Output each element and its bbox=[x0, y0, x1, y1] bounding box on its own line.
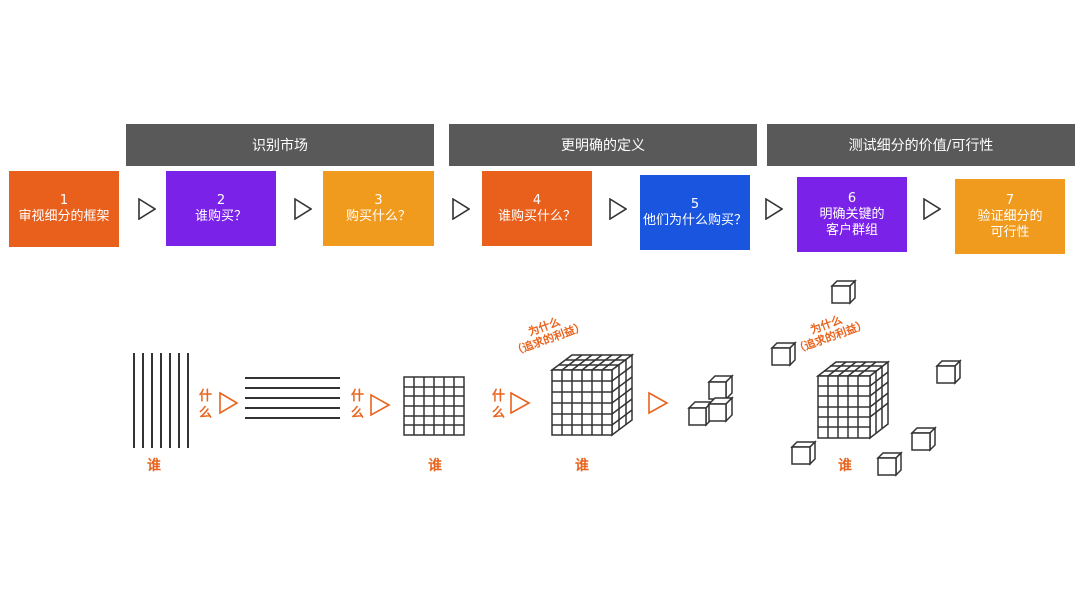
step-3: 3 购买什么？ bbox=[323, 171, 434, 246]
step-text: 谁购买？ bbox=[194, 208, 247, 224]
step-text: 谁购买什么？ bbox=[497, 208, 576, 224]
what-label-top: 什 bbox=[492, 389, 506, 404]
cube-grid-icon bbox=[549, 353, 635, 437]
orange-arrow-icon bbox=[648, 391, 669, 415]
arrow-icon bbox=[452, 198, 470, 220]
step-6: 6 明确关键的 客户群组 bbox=[797, 177, 907, 252]
step-number: 4 bbox=[532, 192, 542, 208]
step-text-2: 可行性 bbox=[990, 224, 1030, 240]
orange-arrow-icon bbox=[370, 393, 391, 417]
small-cubes-icon bbox=[687, 374, 734, 427]
band-label: 更明确的定义 bbox=[561, 138, 645, 154]
who-label: 谁 bbox=[147, 458, 161, 474]
arrow-icon bbox=[138, 198, 156, 220]
orange-arrow-icon bbox=[219, 391, 239, 415]
step-text: 明确关键的 bbox=[819, 206, 885, 222]
step-number: 3 bbox=[374, 192, 383, 208]
step-4: 4 谁购买什么？ bbox=[482, 171, 592, 246]
vertical-lines-icon bbox=[133, 353, 189, 448]
step-2: 2 谁购买？ bbox=[166, 171, 276, 246]
band-test-value: 测试细分的价值/可行性 bbox=[767, 124, 1075, 166]
who-label: 谁 bbox=[838, 458, 852, 474]
arrow-icon bbox=[923, 198, 941, 220]
arrow-icon bbox=[294, 198, 312, 220]
step-number: 7 bbox=[1005, 192, 1015, 208]
step-text: 验证细分的 bbox=[977, 208, 1043, 224]
step-number: 2 bbox=[216, 192, 226, 208]
what-label-top: 什 bbox=[199, 389, 213, 404]
band-clearer-definition: 更明确的定义 bbox=[449, 124, 757, 166]
step-1: 1 审视细分的框架 bbox=[9, 171, 119, 247]
step-text: 审视细分的框架 bbox=[18, 209, 110, 224]
what-label-bottom: 么 bbox=[351, 406, 365, 421]
step-text-2: 客户群组 bbox=[825, 222, 878, 238]
band-label: 识别市场 bbox=[252, 138, 308, 154]
step-number: 1 bbox=[59, 193, 69, 208]
step-5: 5 他们为什么购买？ bbox=[640, 175, 750, 250]
horizontal-lines-icon bbox=[245, 377, 340, 419]
step-number: 5 bbox=[690, 196, 700, 212]
band-label: 测试细分的价值/可行性 bbox=[848, 138, 994, 154]
orange-arrow-icon bbox=[510, 391, 531, 415]
band-identify-market: 识别市场 bbox=[126, 124, 434, 166]
step-text: 他们为什么购买？ bbox=[642, 212, 747, 228]
grid-icon bbox=[403, 376, 465, 436]
what-label-bottom: 么 bbox=[199, 406, 213, 421]
step-number: 6 bbox=[847, 190, 857, 206]
step-7: 7 验证细分的 可行性 bbox=[955, 179, 1065, 254]
exploded-cube-icon bbox=[770, 279, 962, 477]
what-label-top: 什 bbox=[351, 389, 365, 404]
what-label-bottom: 么 bbox=[492, 406, 506, 421]
who-label: 谁 bbox=[428, 458, 442, 474]
arrow-icon bbox=[609, 198, 627, 220]
step-text: 购买什么？ bbox=[345, 208, 411, 224]
who-label: 谁 bbox=[575, 458, 589, 474]
arrow-icon bbox=[765, 198, 783, 220]
